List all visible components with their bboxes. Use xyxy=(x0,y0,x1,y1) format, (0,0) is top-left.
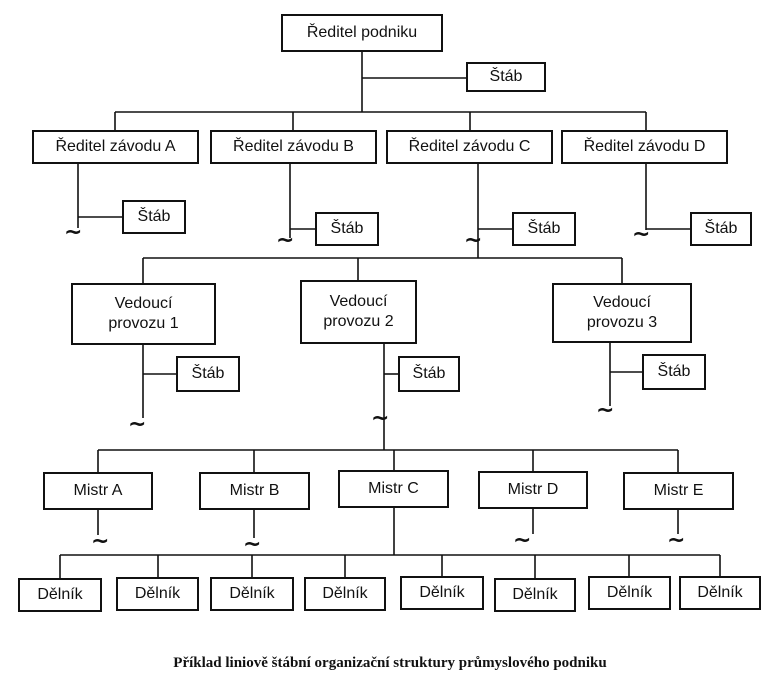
continuation-tilde: ~ xyxy=(632,222,651,247)
worker-box: Dělník xyxy=(210,577,294,611)
operation-manager-3-box: Vedoucí provozu 3 xyxy=(552,283,692,343)
continuation-tilde: ~ xyxy=(64,220,83,245)
operation-manager-2-box: Vedoucí provozu 2 xyxy=(300,280,417,344)
continuation-tilde: ~ xyxy=(464,228,483,253)
figure-caption: Příklad liniově štábní organizační struk… xyxy=(173,655,607,671)
plant-a-staff-box: Štáb xyxy=(122,200,186,234)
plant-director-d-box: Ředitel závodu D xyxy=(561,130,728,164)
worker-box: Dělník xyxy=(304,577,386,611)
director-staff-box: Štáb xyxy=(466,62,546,92)
worker-box: Dělník xyxy=(400,576,484,610)
foreman-c-box: Mistr C xyxy=(338,470,449,508)
worker-box: Dělník xyxy=(18,578,102,612)
director-box: Ředitel podniku xyxy=(281,14,443,52)
continuation-tilde: ~ xyxy=(667,528,686,553)
continuation-tilde: ~ xyxy=(91,529,110,554)
foreman-b-box: Mistr B xyxy=(199,472,310,510)
foreman-a-box: Mistr A xyxy=(43,472,153,510)
continuation-tilde: ~ xyxy=(513,528,532,553)
plant-director-c-box: Ředitel závodu C xyxy=(386,130,553,164)
worker-box: Dělník xyxy=(116,577,199,611)
operation-3-staff-box: Štáb xyxy=(642,354,706,390)
foreman-e-box: Mistr E xyxy=(623,472,734,510)
plant-d-staff-box: Štáb xyxy=(690,212,752,246)
continuation-tilde: ~ xyxy=(128,412,147,437)
plant-director-a-box: Ředitel závodu A xyxy=(32,130,199,164)
plant-b-staff-box: Štáb xyxy=(315,212,379,246)
continuation-tilde: ~ xyxy=(243,532,262,557)
worker-box: Dělník xyxy=(494,578,576,612)
operation-2-staff-box: Štáb xyxy=(398,356,460,392)
continuation-tilde: ~ xyxy=(371,406,390,431)
worker-box: Dělník xyxy=(588,576,671,610)
continuation-tilde: ~ xyxy=(596,398,615,423)
continuation-tilde: ~ xyxy=(276,228,295,253)
foreman-d-box: Mistr D xyxy=(478,471,588,509)
operation-1-staff-box: Štáb xyxy=(176,356,240,392)
plant-c-staff-box: Štáb xyxy=(512,212,576,246)
plant-director-b-box: Ředitel závodu B xyxy=(210,130,377,164)
worker-box: Dělník xyxy=(679,576,761,610)
operation-manager-1-box: Vedoucí provozu 1 xyxy=(71,283,216,345)
